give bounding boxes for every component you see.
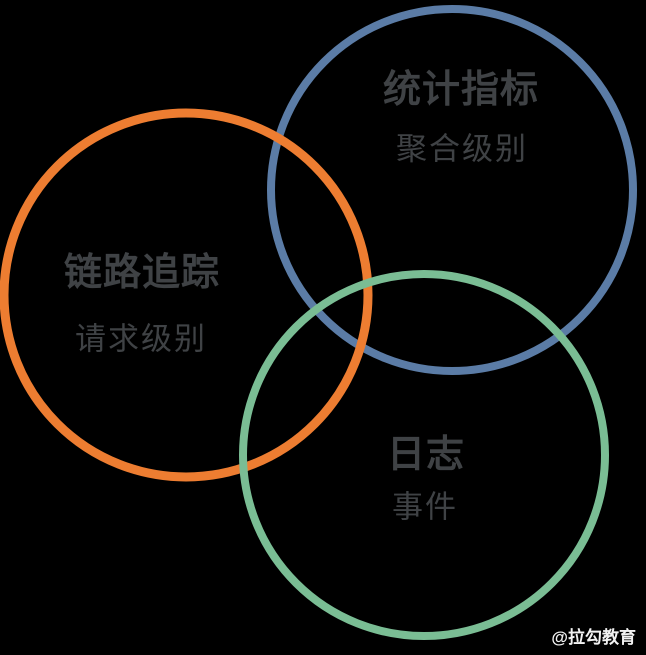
tracing-circle-sublabel: 请求级别: [75, 321, 207, 357]
logging-circle-sublabel: 事件: [392, 489, 458, 525]
logging-circle-label: 日志: [386, 434, 466, 476]
tracing-circle-label: 链路追踪: [63, 252, 221, 294]
watermark: @拉勾教育: [551, 627, 636, 647]
metrics-circle-sublabel: 聚合级别: [396, 131, 528, 167]
tracing-circle: [0, 108, 373, 482]
logging-circle: [239, 270, 609, 640]
metrics-circle: [267, 5, 637, 375]
metrics-circle-label: 统计指标: [382, 69, 540, 111]
